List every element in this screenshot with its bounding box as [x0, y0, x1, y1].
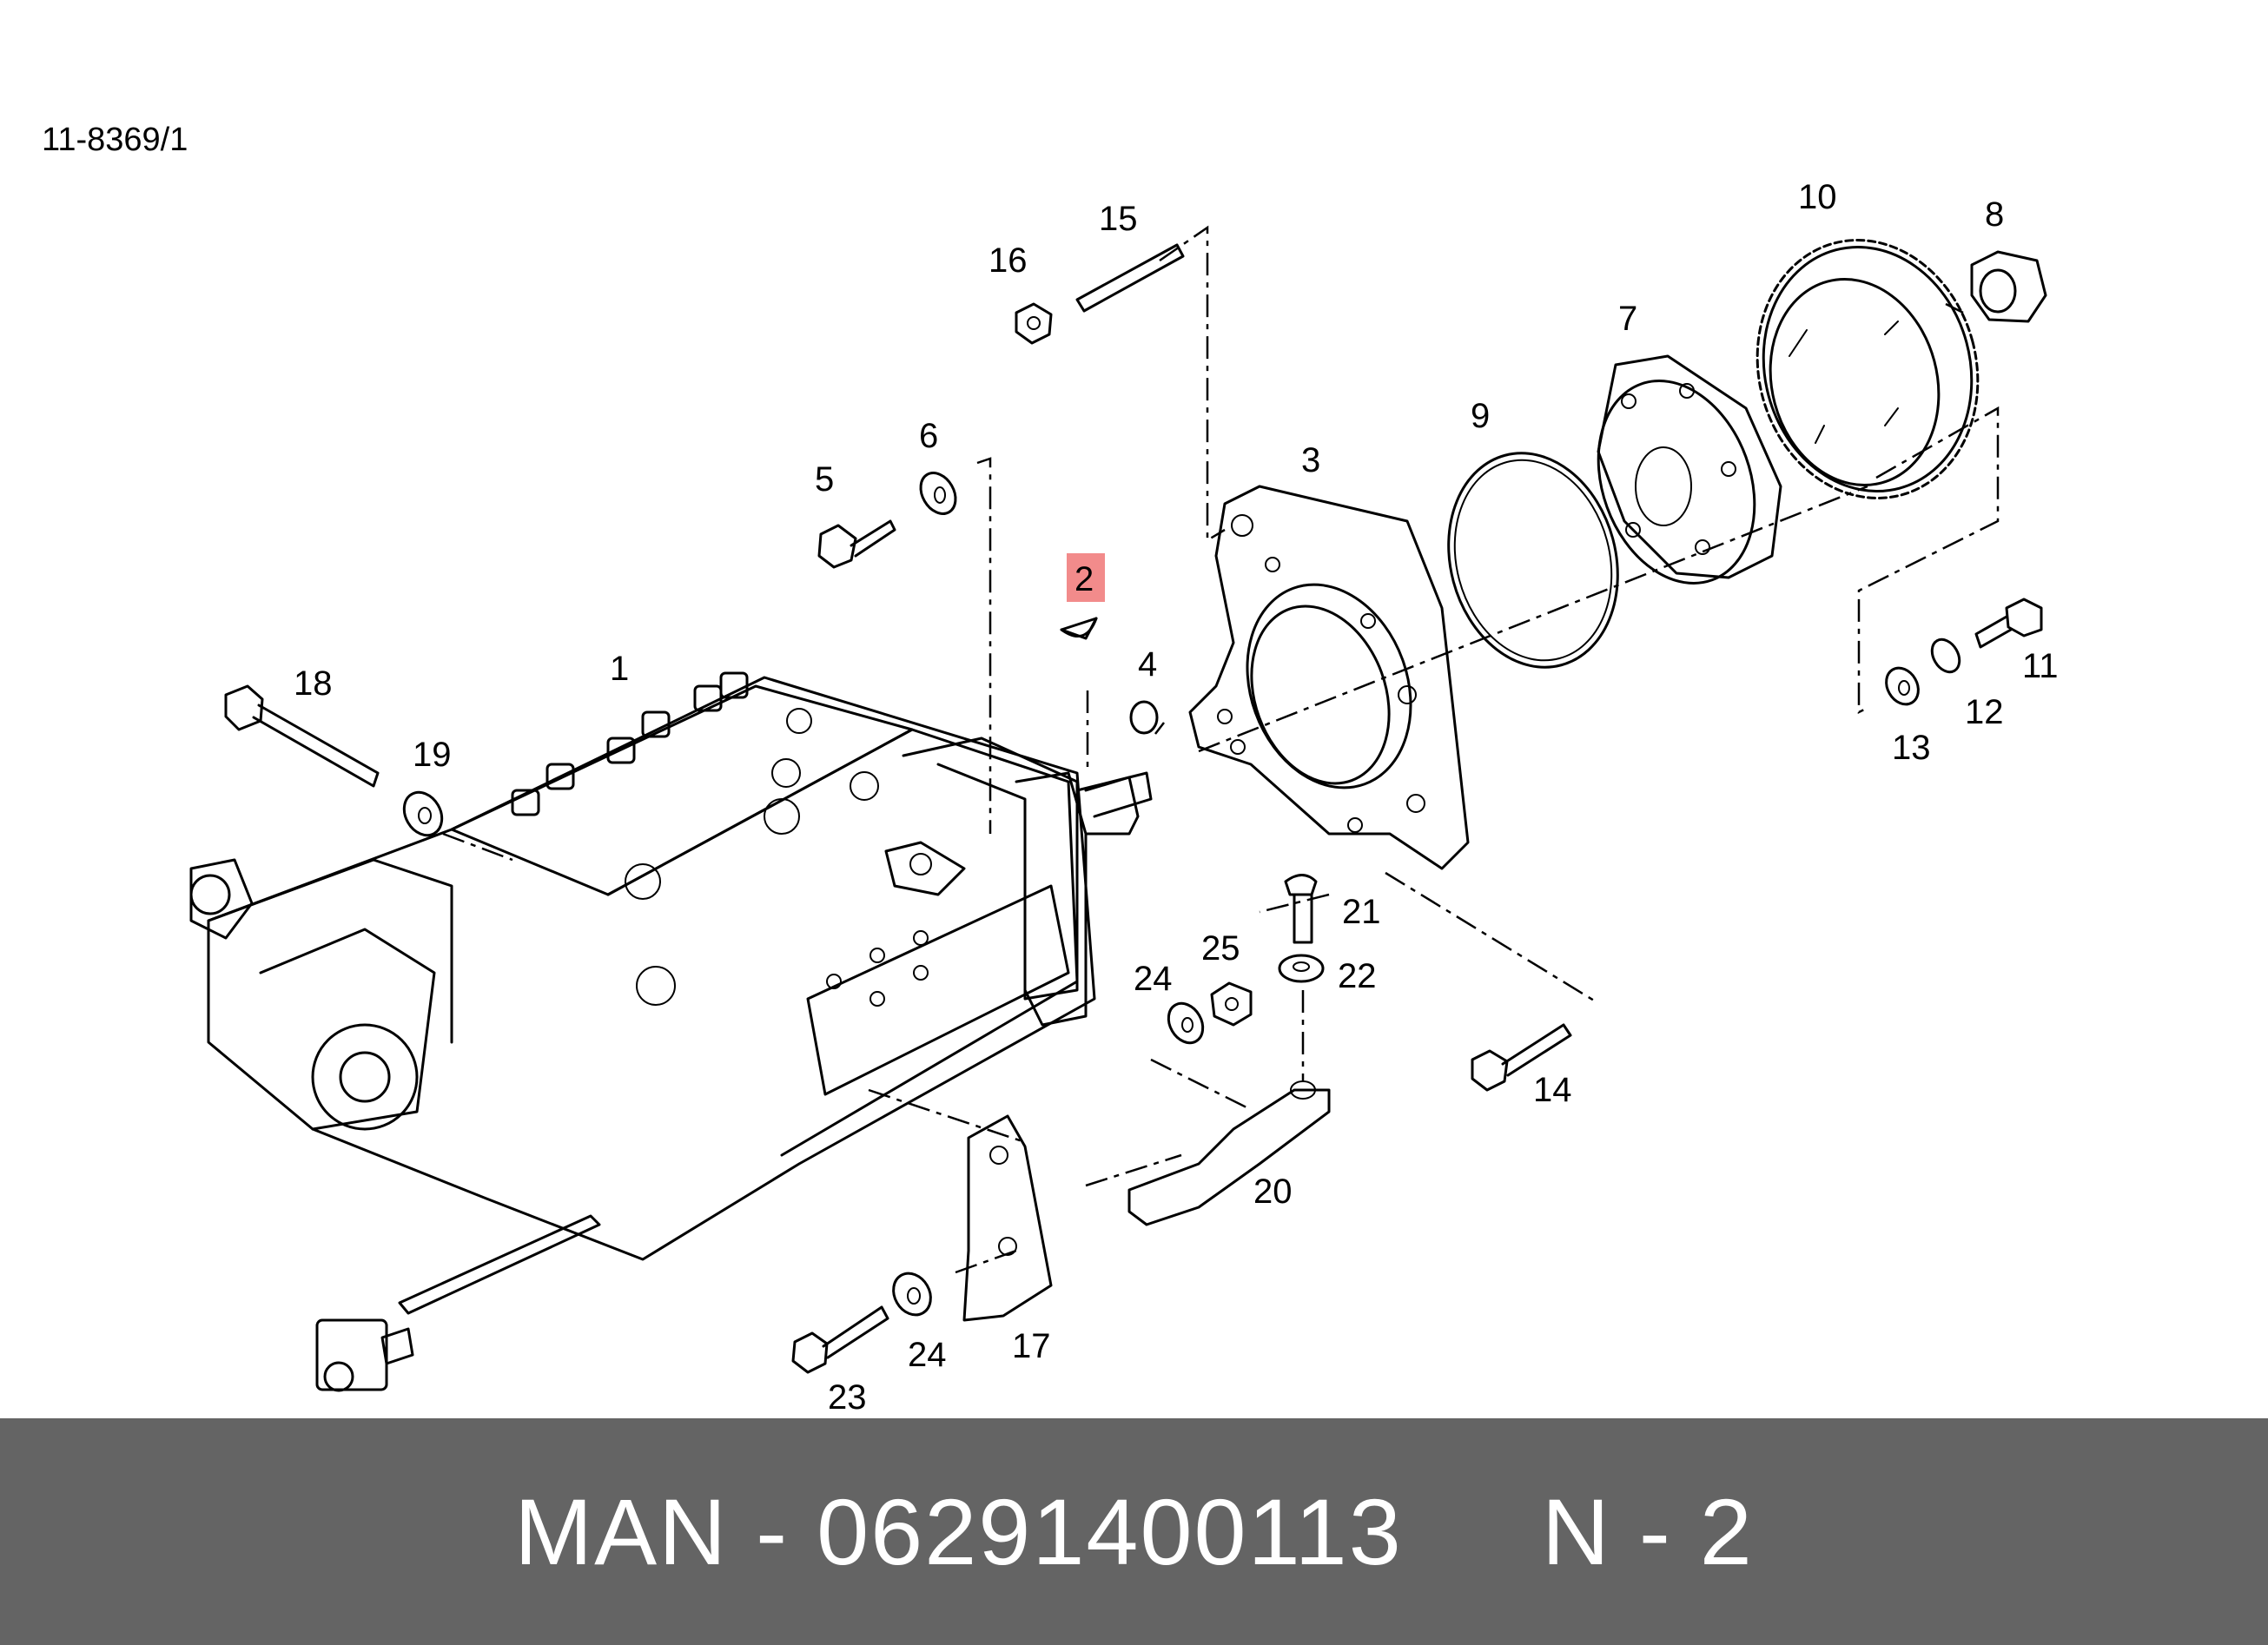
woodruff-key [1060, 617, 1098, 640]
adapter-flange [1188, 485, 1470, 870]
callout-23: 23 [828, 1378, 867, 1417]
callout-25: 25 [1201, 929, 1240, 968]
hub-flange [1597, 354, 1782, 585]
bolt-21 [1284, 874, 1318, 944]
document-code: 11-8369/1 [42, 122, 188, 158]
callout-22: 22 [1338, 957, 1377, 995]
callout-13: 13 [1892, 729, 1931, 767]
washer-13 [1885, 666, 1920, 706]
o-ring-small [1129, 700, 1159, 735]
injection-pump-body [189, 671, 1153, 1392]
washer-6 [919, 472, 957, 515]
callout-16: 16 [989, 241, 1028, 280]
callout-7: 7 [1618, 300, 1637, 338]
exploded-parts-diagram: 1 2 3 4 5 6 7 8 9 10 11 12 13 14 15 16 1… [189, 178, 2059, 1417]
large-o-ring [1447, 452, 1619, 669]
long-bolt-18 [224, 684, 380, 788]
callout-12: 12 [1965, 693, 2004, 731]
part-number-text: MAN - 06291400113 N - 2 [514, 1479, 1754, 1584]
nut-16 [1015, 302, 1053, 345]
callout-18: 18 [294, 664, 333, 703]
washer-24-lower [892, 1272, 932, 1317]
bolt-14 [1471, 1023, 1572, 1092]
nut-8 [1970, 250, 2047, 323]
stud-15 [1075, 243, 1185, 313]
callout-15: 15 [1099, 200, 1138, 238]
highlight-marker [1067, 553, 1105, 602]
washer-19 [402, 790, 444, 837]
part-number-footer: MAN - 06291400113 N - 2 [0, 1418, 2268, 1645]
callout-24-lower: 24 [908, 1336, 947, 1374]
washer-22 [1278, 954, 1325, 983]
callout-2: 2 [1074, 560, 1094, 598]
callout-19: 19 [413, 736, 452, 774]
callout-20: 20 [1253, 1173, 1293, 1211]
lock-washer-12 [1930, 638, 1961, 674]
callout-3: 3 [1301, 441, 1320, 479]
leader-lines [442, 225, 2000, 1274]
callout-8: 8 [1985, 195, 2004, 234]
drive-gear [1756, 239, 1980, 499]
callout-24-upper: 24 [1134, 960, 1173, 998]
bolt-23 [791, 1305, 889, 1374]
washer-24-upper [1167, 1001, 1205, 1045]
callout-1: 1 [610, 650, 629, 688]
callout-21: 21 [1342, 893, 1381, 931]
callout-17: 17 [1012, 1327, 1051, 1365]
lever-bracket-20 [1127, 1080, 1331, 1226]
callout-10: 10 [1798, 178, 1837, 216]
callout-6: 6 [919, 417, 938, 455]
callout-4: 4 [1138, 645, 1157, 684]
callout-labels: 1 2 3 4 5 6 7 8 9 10 11 12 13 14 15 16 1… [294, 178, 2059, 1417]
callout-14: 14 [1533, 1071, 1572, 1109]
callout-5: 5 [815, 460, 834, 499]
bracket-17 [962, 1114, 1053, 1322]
nut-25 [1210, 981, 1253, 1027]
bolt-5 [817, 519, 896, 569]
callout-11: 11 [2022, 647, 2059, 685]
delivery-valves [511, 671, 749, 816]
callout-9: 9 [1471, 397, 1490, 435]
bolt-11 [1974, 598, 2043, 649]
